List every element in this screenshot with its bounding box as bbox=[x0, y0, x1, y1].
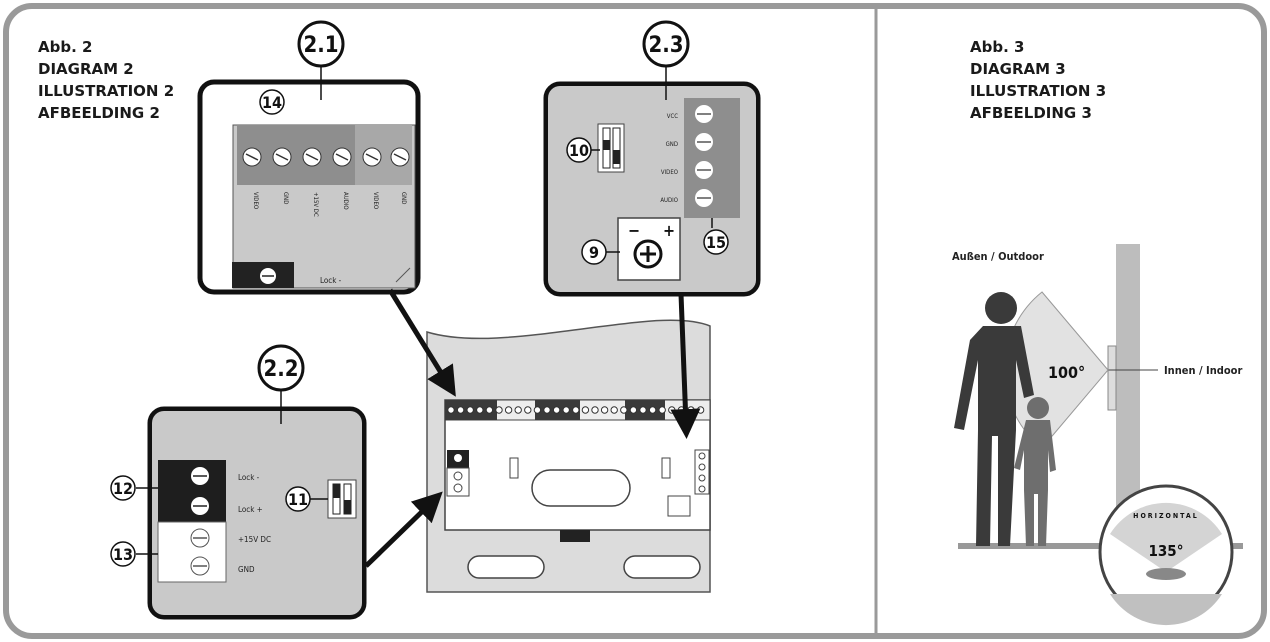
board-screw bbox=[668, 406, 676, 414]
callout-2-2: 2.2 bbox=[257, 344, 305, 424]
callout-2-3: 2.3 bbox=[642, 20, 690, 100]
board-screw bbox=[476, 406, 484, 414]
board-screw bbox=[600, 406, 609, 414]
detail22-15vdc: +15V DC bbox=[238, 535, 271, 544]
detail21-screw-slot bbox=[365, 153, 379, 161]
arrow-2-2-to-board bbox=[364, 491, 443, 568]
board-screw bbox=[562, 406, 570, 414]
detail-2-1: Lock - VIDEO GND +15V DC AUDIO VIDEO GND bbox=[197, 79, 421, 295]
marker-15: 15 bbox=[703, 218, 729, 255]
device-board bbox=[426, 319, 711, 593]
detail21-terminal-label: VIDEO bbox=[252, 192, 259, 209]
detail21-lock-label: Lock - bbox=[320, 276, 342, 285]
callout-2-1: 2.1 bbox=[297, 20, 345, 100]
board-screw bbox=[620, 406, 628, 414]
board-screw bbox=[610, 406, 618, 414]
detail21-screw-slot bbox=[275, 153, 289, 161]
board-screw bbox=[552, 406, 561, 414]
diagram3-caption-line-2: DIAGRAM 3 bbox=[970, 60, 1066, 78]
marker-13-label: 13 bbox=[113, 545, 133, 564]
diagram3-caption-line-4: AFBEELDING 3 bbox=[970, 104, 1092, 122]
marker-12: 12 bbox=[110, 475, 158, 501]
marker-13: 13 bbox=[110, 541, 158, 567]
pot-plus-sign: + bbox=[663, 221, 675, 240]
detail-2-2: Lock - Lock + +15V DC GND bbox=[147, 406, 367, 620]
board-screw bbox=[456, 406, 465, 414]
callout-2-3-label: 2.3 bbox=[648, 33, 683, 58]
detail21-terminal-label: AUDIO bbox=[342, 192, 349, 210]
detail-2-3: VCC GND VIDEO AUDIO − + bbox=[543, 81, 761, 297]
indoor-label: Innen / Indoor bbox=[1164, 364, 1242, 377]
board-screw bbox=[687, 406, 695, 414]
diagram2-caption-line-4: AFBEELDING 2 bbox=[38, 104, 160, 122]
marker-10-label: 10 bbox=[569, 141, 589, 160]
board-screw bbox=[447, 406, 455, 414]
board-screw bbox=[543, 406, 551, 414]
arrow-2-3-to-board bbox=[670, 293, 701, 439]
detail22-lock-minus: Lock - bbox=[238, 473, 260, 482]
diagram2-caption-line-1: Abb. 2 bbox=[38, 38, 92, 56]
marker-11-label: 11 bbox=[288, 490, 308, 509]
adult-silhouette bbox=[954, 292, 1034, 546]
board-screw bbox=[591, 406, 599, 414]
diagram-2: Abb. 2 DIAGRAM 2 ILLUSTRATION 2 AFBEELDI… bbox=[38, 20, 761, 620]
board-screw bbox=[485, 406, 494, 414]
detail21-terminal-label: +15V DC bbox=[312, 192, 319, 217]
callout-2-1-label: 2.1 bbox=[303, 33, 338, 58]
detail21-screw-slot bbox=[335, 153, 349, 161]
diagram2-caption-line-2: DIAGRAM 2 bbox=[38, 60, 134, 78]
marker-10: 10 bbox=[566, 137, 600, 163]
board-screw bbox=[572, 406, 580, 414]
diagram-3: Abb. 3 DIAGRAM 3 ILLUSTRATION 3 AFBEELDI… bbox=[952, 38, 1243, 626]
horizontal-angle-label: 135° bbox=[1149, 542, 1184, 560]
horizontal-view-inset: HORIZONTAL 135° bbox=[1098, 484, 1234, 626]
detail23-vcc: VCC bbox=[667, 113, 678, 120]
diagram3-caption-line-1: Abb. 3 bbox=[970, 38, 1024, 56]
detail23-audio: AUDIO bbox=[660, 197, 678, 204]
detail22-lock-plus: Lock + bbox=[238, 505, 263, 514]
marker-15-label: 15 bbox=[706, 233, 726, 252]
board-screw bbox=[696, 406, 705, 414]
detail21-terminal-label: GND bbox=[400, 192, 407, 204]
detail22-gnd: GND bbox=[238, 565, 255, 574]
detail21-terminal-label: GND bbox=[282, 192, 289, 204]
marker-12-label: 12 bbox=[113, 479, 133, 498]
horizontal-title: HORIZONTAL bbox=[1133, 512, 1199, 520]
marker-9: 9 bbox=[581, 239, 620, 265]
marker-14: 14 bbox=[259, 89, 285, 115]
board-screw bbox=[524, 406, 532, 414]
callout-2-2-label: 2.2 bbox=[263, 357, 298, 382]
board-screw bbox=[514, 406, 522, 414]
child-silhouette bbox=[1014, 397, 1056, 546]
diagram3-caption-line-3: ILLUSTRATION 3 bbox=[970, 82, 1106, 100]
detail21-screw-slot bbox=[245, 153, 259, 161]
board-screw bbox=[504, 406, 513, 414]
detail23-video: VIDEO bbox=[661, 169, 678, 176]
board-screw bbox=[533, 406, 542, 414]
board-screw bbox=[629, 406, 638, 414]
detail21-screw-slot bbox=[393, 153, 407, 161]
board-screw bbox=[658, 406, 666, 414]
vertical-angle-label: 100° bbox=[1048, 363, 1085, 382]
marker-14-label: 14 bbox=[262, 93, 282, 112]
detail23-gnd: GND bbox=[666, 141, 678, 148]
diagram2-caption-line-3: ILLUSTRATION 2 bbox=[38, 82, 174, 100]
marker-9-label: 9 bbox=[589, 243, 599, 262]
board-screw bbox=[648, 406, 657, 414]
marker-11: 11 bbox=[285, 486, 328, 512]
board-screw bbox=[466, 406, 474, 414]
board-screw bbox=[639, 406, 647, 414]
detail21-screw-slot bbox=[305, 153, 319, 161]
board-screw bbox=[495, 406, 503, 414]
board-screw bbox=[581, 406, 590, 414]
outdoor-label: Außen / Outdoor bbox=[952, 250, 1044, 263]
pot-minus-sign: − bbox=[628, 221, 640, 240]
arrow-2-1-to-board bbox=[387, 288, 456, 397]
detail21-terminal-label: VIDEO bbox=[372, 192, 379, 209]
